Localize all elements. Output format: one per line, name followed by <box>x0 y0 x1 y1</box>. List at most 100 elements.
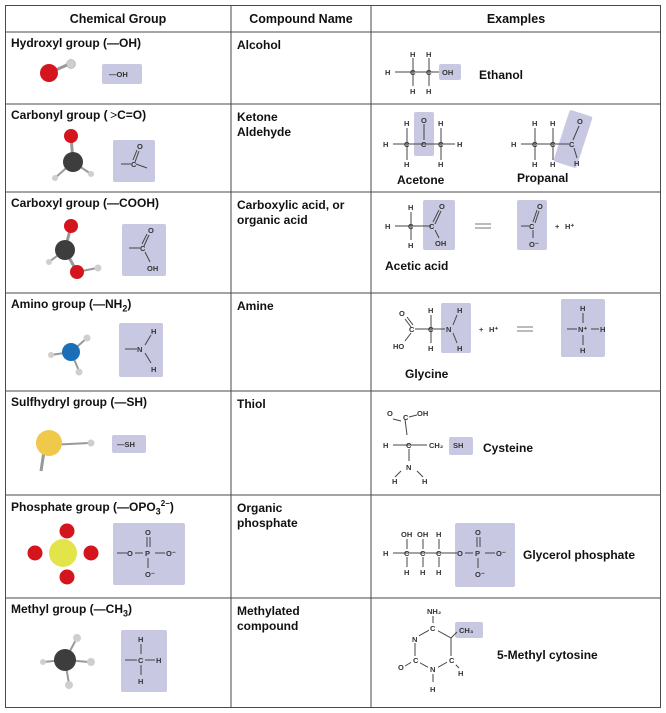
svg-text:O: O <box>137 142 143 151</box>
example-glycine: O C HO H C H N H H + H⁺ H N⁺ H H Glycine <box>371 293 661 391</box>
svg-text:H⁺: H⁺ <box>489 325 498 334</box>
example-ethanol: H H H C C H H OH Ethanol <box>371 32 661 104</box>
svg-text:H: H <box>392 477 397 486</box>
svg-text:HO: HO <box>393 342 404 351</box>
svg-text:H: H <box>420 568 425 577</box>
svg-text:H: H <box>404 568 409 577</box>
svg-text:H: H <box>532 160 537 169</box>
svg-text:H⁺: H⁺ <box>565 222 574 231</box>
svg-text:H: H <box>550 160 555 169</box>
example-label: Cysteine <box>483 441 534 455</box>
svg-text:H: H <box>383 140 388 149</box>
svg-text:O⁻: O⁻ <box>145 570 155 579</box>
svg-text:C: C <box>429 222 435 231</box>
svg-text:C: C <box>410 68 416 77</box>
svg-text:OH: OH <box>401 530 412 539</box>
svg-text:P: P <box>475 549 480 558</box>
svg-text:C: C <box>569 140 575 149</box>
row-amino-group: Amino group (—NH2) N H H <box>5 293 231 391</box>
svg-text:C: C <box>426 68 432 77</box>
svg-text:C: C <box>413 656 419 665</box>
svg-text:H: H <box>436 568 441 577</box>
svg-text:C: C <box>421 140 427 149</box>
svg-text:OH: OH <box>435 239 446 248</box>
group-title: Carboxyl group (—COOH) <box>11 196 160 210</box>
svg-text:H: H <box>580 304 585 313</box>
svg-text:N: N <box>137 345 142 354</box>
group-title: Sulfhydryl group (—SH) <box>11 395 147 409</box>
svg-text:H: H <box>428 306 433 315</box>
svg-text:O: O <box>457 549 463 558</box>
svg-text:C: C <box>138 656 144 665</box>
svg-text:O: O <box>148 226 154 235</box>
svg-text:C: C <box>430 624 436 633</box>
svg-text:O: O <box>127 549 133 558</box>
svg-text:C: C <box>131 160 137 169</box>
svg-text:O: O <box>439 202 445 211</box>
svg-text:C: C <box>408 222 414 231</box>
svg-text:H: H <box>457 306 462 315</box>
example-label: Glycine <box>405 367 449 381</box>
svg-text:N: N <box>430 665 435 674</box>
svg-text:O: O <box>398 663 404 672</box>
compound-amine: Amine <box>237 299 274 313</box>
svg-text:H: H <box>410 87 415 96</box>
group-title: Methyl group (—CH3) <box>11 602 133 619</box>
svg-text:O⁻: O⁻ <box>475 570 485 579</box>
compound-thiol: Thiol <box>237 397 266 411</box>
svg-text:H: H <box>138 635 143 644</box>
svg-text:H: H <box>438 160 443 169</box>
row-carbonyl-group: Carbonyl group ( >C=O) C O <box>5 104 231 192</box>
svg-text:N: N <box>412 635 417 644</box>
svg-text:H: H <box>404 119 409 128</box>
svg-text:H: H <box>550 119 555 128</box>
example-cysteine: O C OH H C CH₂ SH N H H Cysteine <box>371 391 661 495</box>
svg-text:C: C <box>404 549 410 558</box>
svg-text:O: O <box>399 309 405 318</box>
svg-text:C: C <box>420 549 426 558</box>
row-methyl-group: Methyl group (—CH3) H C H H <box>5 598 231 708</box>
example-5-methyl-cytosine: NH₂ C CH₃ N C C O N H H 5-Methyl cytosin… <box>371 598 661 708</box>
svg-text:H: H <box>580 346 585 355</box>
row-hydroxyl-group: Hydroxyl group (—OH) —OH <box>5 32 231 104</box>
svg-text:H: H <box>511 140 516 149</box>
example-label: 5-Methyl cytosine <box>497 648 598 662</box>
svg-text:C: C <box>404 140 410 149</box>
svg-text:O: O <box>537 202 543 211</box>
svg-text:C: C <box>406 441 412 450</box>
example-label: Acetic acid <box>385 259 449 273</box>
svg-text:C: C <box>436 549 442 558</box>
svg-text:CH₂: CH₂ <box>429 441 443 450</box>
svg-text:O⁻: O⁻ <box>166 549 176 558</box>
svg-text:C: C <box>449 656 455 665</box>
functional-groups-table: Chemical Group Compound Name Examples Hy… <box>5 5 661 708</box>
svg-text:CH₃: CH₃ <box>459 626 474 635</box>
svg-text:C: C <box>409 325 415 334</box>
header-compound-name: Compound Name <box>249 11 353 26</box>
svg-text:H: H <box>151 327 156 336</box>
svg-text:H: H <box>385 222 390 231</box>
svg-text:NH₂: NH₂ <box>427 607 441 616</box>
svg-text:O⁻: O⁻ <box>496 549 506 558</box>
svg-text:H: H <box>428 344 433 353</box>
example-label: Glycerol phosphate <box>523 548 636 562</box>
svg-text:O: O <box>577 117 583 126</box>
svg-text:H: H <box>438 119 443 128</box>
svg-text:H: H <box>138 677 143 686</box>
svg-text:H: H <box>457 140 462 149</box>
example-label: Propanal <box>517 171 569 185</box>
svg-text:OH: OH <box>147 264 158 273</box>
svg-text:C: C <box>140 244 146 253</box>
svg-text:H: H <box>574 159 579 168</box>
svg-text:C: C <box>529 222 535 231</box>
svg-text:O⁻: O⁻ <box>529 240 539 249</box>
header-chemical-group: Chemical Group <box>69 11 167 26</box>
acetic-acid-structure: H H C C O H OH C O O⁻ + H⁺ <box>385 200 574 250</box>
svg-text:OH: OH <box>442 68 453 77</box>
svg-text:H: H <box>457 344 462 353</box>
svg-text:H: H <box>422 477 427 486</box>
row-sulfhydryl-group: Sulfhydryl group (—SH) —SH <box>5 391 231 495</box>
